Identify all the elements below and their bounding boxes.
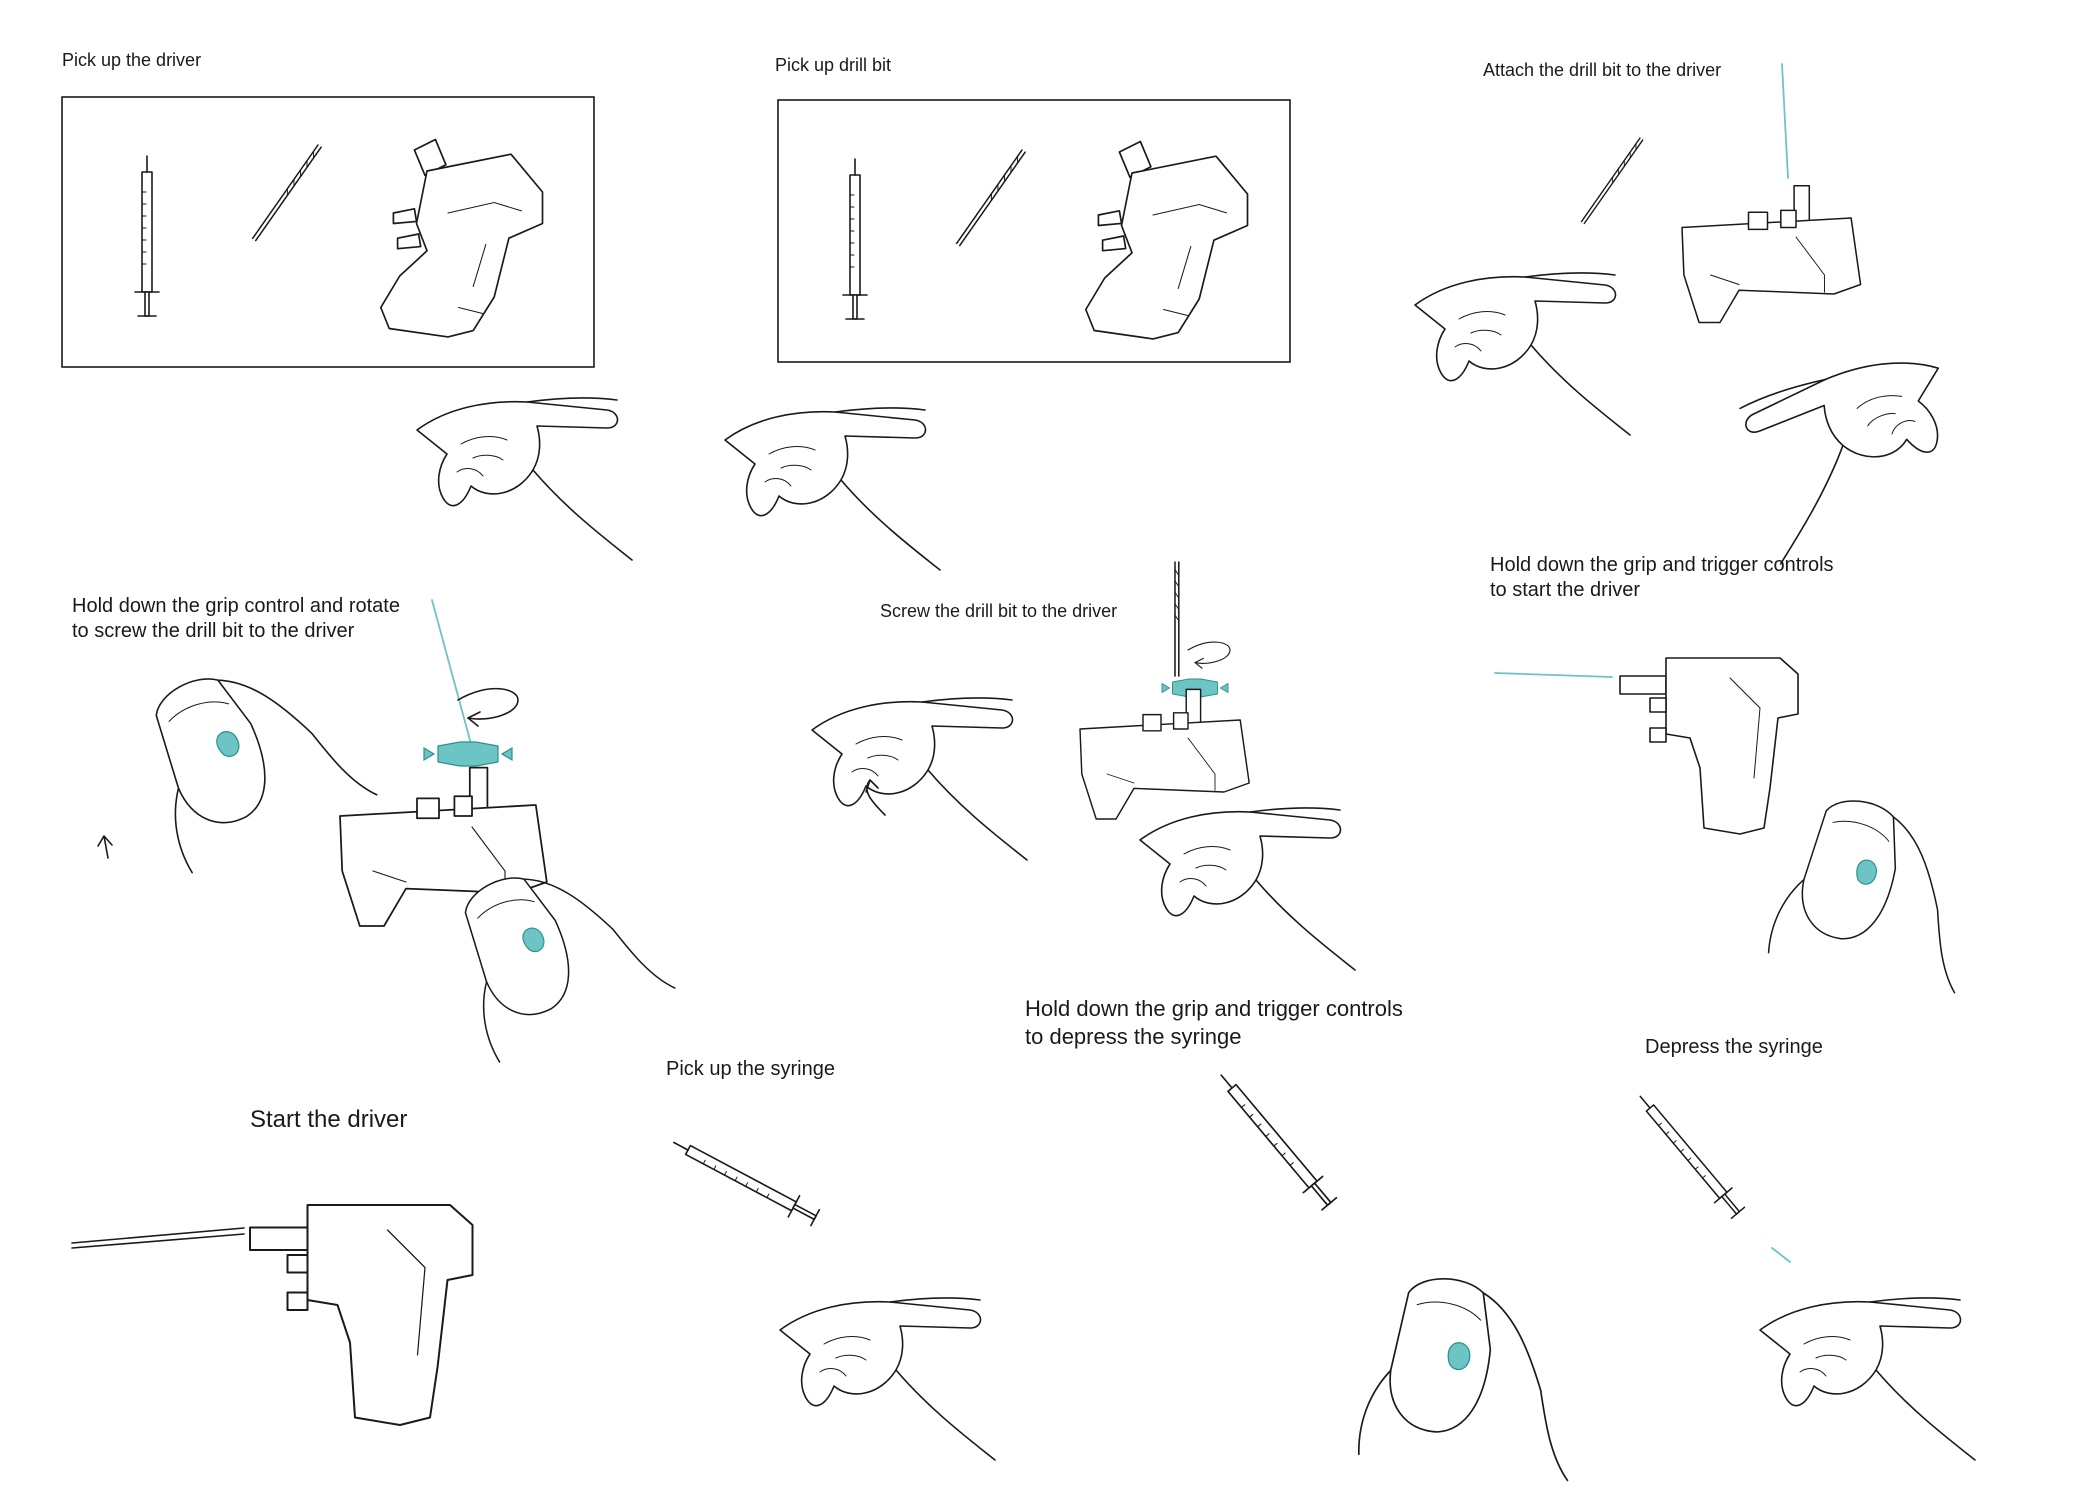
syringe-icon bbox=[667, 1131, 822, 1229]
driver-icon bbox=[1079, 688, 1250, 820]
driver-icon bbox=[1619, 657, 1799, 835]
hand-icon bbox=[1139, 807, 1356, 971]
drill-bit-icon bbox=[71, 1227, 245, 1244]
step-label-depress-syringe: Depress the syringe bbox=[1645, 1036, 1823, 1058]
rotate-arrow-icon bbox=[457, 687, 519, 727]
step-label-hold-grip-trigger-syringe: Hold down the grip and trigger controls … bbox=[1025, 996, 1403, 1049]
controller-icon bbox=[1355, 1267, 1600, 1492]
syringe-icon bbox=[842, 158, 868, 320]
step-label-attach-bit: Attach the drill bit to the driver bbox=[1483, 60, 1722, 80]
collar-icon bbox=[423, 741, 513, 767]
drill-bit-icon bbox=[1174, 561, 1180, 677]
hand-icon bbox=[416, 397, 633, 561]
step-label-hold-grip-trigger-start: Hold down the grip and trigger controls … bbox=[1490, 554, 1834, 601]
step-label-screw-bit: Screw the drill bit to the driver bbox=[880, 601, 1118, 621]
drill-bit-icon bbox=[251, 144, 322, 242]
rotate-arrow-icon bbox=[97, 835, 113, 859]
rotate-arrow-icon bbox=[1187, 641, 1231, 669]
controller-icon bbox=[1765, 786, 1998, 1003]
drill-bit-teal bbox=[1494, 672, 1613, 678]
step-label-pick-bit: Pick up drill bit bbox=[775, 55, 892, 75]
step-label-pick-syringe: Pick up the syringe bbox=[666, 1058, 835, 1080]
hand-icon bbox=[1759, 1297, 1976, 1461]
hand-icon bbox=[811, 697, 1028, 861]
syringe-icon bbox=[1210, 1066, 1340, 1213]
step-label-pick-driver: Pick up the driver bbox=[62, 50, 202, 70]
hand-icon bbox=[779, 1297, 996, 1461]
driver-icon bbox=[1681, 184, 1862, 324]
hand-icon bbox=[724, 407, 941, 571]
rotate-arrow-icon bbox=[865, 779, 886, 816]
drill-bit-icon-edge bbox=[71, 1233, 245, 1249]
step-label-start-driver: Start the driver bbox=[250, 1106, 408, 1133]
tray-frame-2 bbox=[777, 99, 1291, 363]
syringe-icon bbox=[1630, 1088, 1748, 1221]
drill-bit-teal bbox=[431, 599, 475, 756]
driver-icon bbox=[1084, 140, 1249, 340]
driver-icon bbox=[249, 1204, 474, 1426]
syringe-icon bbox=[134, 155, 160, 317]
hand-icon bbox=[1724, 337, 1984, 565]
driver-icon bbox=[379, 138, 544, 338]
drill-bit-teal bbox=[1781, 63, 1789, 179]
drill-bit-icon bbox=[955, 149, 1026, 247]
step-label-hold-grip-rotate: Hold down the grip control and rotate to… bbox=[72, 595, 400, 642]
drill-bit-icon bbox=[1580, 137, 1644, 225]
hand-icon bbox=[1414, 272, 1631, 436]
syringe-tip-teal bbox=[1771, 1247, 1791, 1263]
tray-frame-1 bbox=[61, 96, 595, 368]
